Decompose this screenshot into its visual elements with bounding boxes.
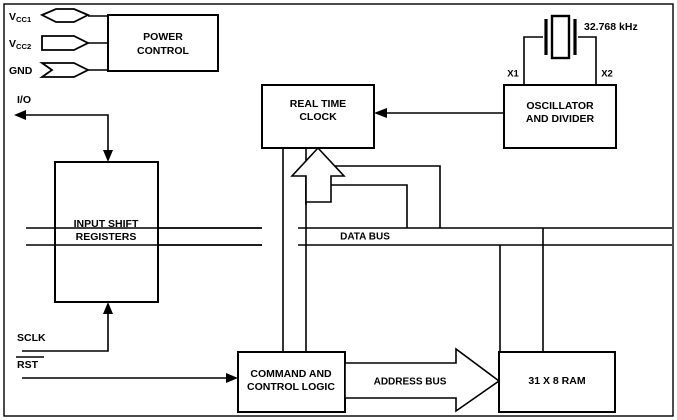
rtc-feedback-rail-outer	[329, 165, 441, 228]
power-control-label-line2: CONTROL	[137, 45, 189, 57]
page-frame	[3, 3, 674, 417]
sclk-arrowhead-up	[103, 302, 113, 314]
vcc2-pin-label: VCC2	[9, 38, 31, 51]
io-pin-label: I/O	[17, 94, 31, 106]
oscillator-to-rtc-arrowhead	[374, 108, 387, 118]
vcc1-subscript: CC1	[16, 15, 32, 24]
block-command-and-control-logic[interactable]	[237, 351, 346, 413]
data-bus-label: DATA BUS	[340, 232, 390, 243]
rst-pin-label: RST	[17, 359, 39, 371]
rst-arrowhead-right	[226, 373, 238, 383]
data-bus-to-rtc-block-arrow	[290, 146, 346, 203]
io-arrowhead-down	[103, 150, 113, 162]
real-time-clock-label-line2: CLOCK	[299, 111, 337, 123]
block-oscillator-and-divider[interactable]	[503, 84, 617, 149]
oscillator-label-line1: OSCILLATOR	[526, 100, 594, 112]
input-shift-registers-label-line1: INPUT SHIFT	[74, 218, 139, 230]
real-time-clock-label-line1: REAL TIME	[290, 98, 346, 110]
command-control-label-line1: COMMAND AND	[250, 368, 332, 380]
sclk-pin-label: SCLK	[17, 332, 46, 344]
vcc2-letter: V	[9, 38, 16, 50]
vcc1-letter: V	[9, 11, 16, 23]
crystal-lead-x2	[578, 36, 597, 85]
sclk-wire	[22, 312, 109, 352]
oscillator-label-line2: AND DIVIDER	[526, 113, 595, 125]
vcc1-terminal-shape	[39, 8, 91, 23]
address-bus-label: ADDRESS BUS	[374, 377, 447, 388]
crystal-pin-x2-label: X2	[601, 69, 613, 80]
block-ram[interactable]	[498, 351, 616, 413]
crystal-lead-x1	[523, 36, 543, 85]
io-wire	[22, 114, 109, 155]
gnd-terminal-shape	[39, 62, 91, 78]
crystal-pin-x1-label: X1	[507, 69, 519, 80]
block-power-control[interactable]	[107, 14, 219, 72]
block-input-shift-registers[interactable]	[54, 161, 159, 303]
input-shift-registers-label-line2: REGISTERS	[76, 231, 137, 243]
command-control-label-line2: CONTROL LOGIC	[247, 381, 335, 393]
crystal-frequency-label: 32.768 kHz	[584, 21, 638, 33]
io-arrowhead-left	[14, 110, 26, 120]
ram-label: 31 X 8 RAM	[528, 375, 585, 387]
address-bus-block-arrow	[344, 347, 501, 413]
vcc1-pin-label: VCC1	[9, 11, 32, 24]
gnd-pin-label: GND	[9, 65, 33, 77]
vcc2-terminal-shape	[41, 35, 91, 51]
power-control-label-line1: POWER	[143, 31, 183, 43]
vcc2-subscript: CC2	[16, 42, 31, 51]
crystal-body	[550, 14, 571, 60]
